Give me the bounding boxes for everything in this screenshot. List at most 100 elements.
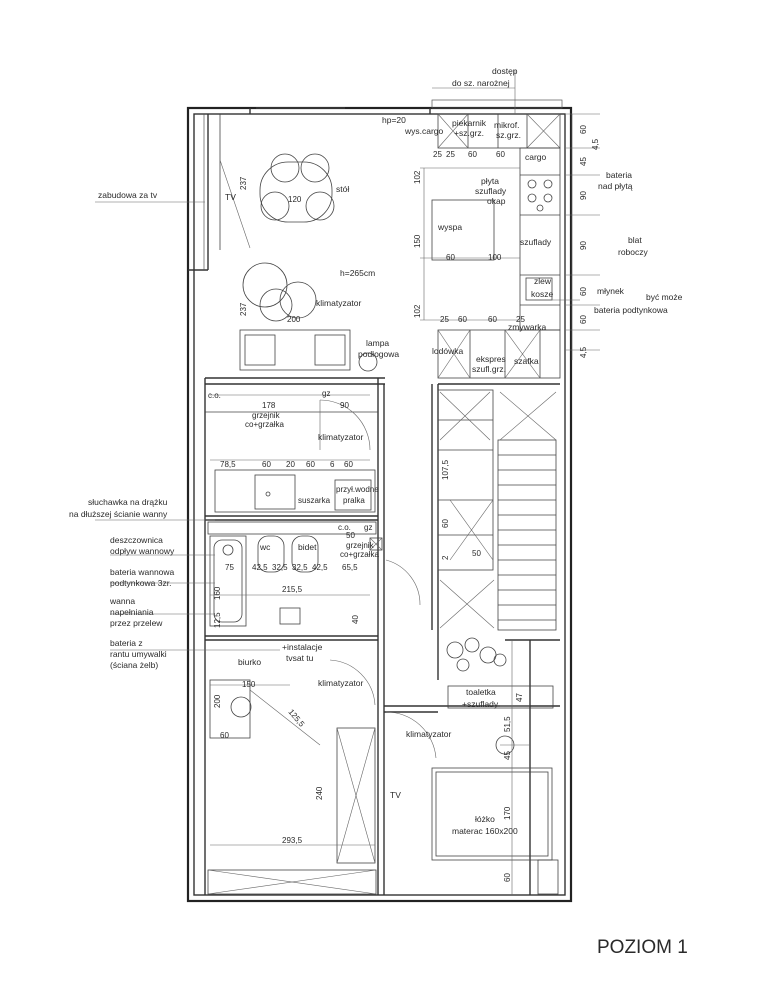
label-co2: c.o. [338, 523, 351, 532]
living-furniture [219, 107, 378, 372]
dim-25a: 25 [433, 150, 442, 159]
dim-60b1: 60 [458, 315, 467, 324]
label-biurko: biurko [238, 657, 261, 667]
dim-r45b: 4,5 [591, 138, 600, 150]
label-wys-cargo: wys.cargo [404, 126, 444, 136]
label-plyta: płyta [481, 176, 499, 186]
label-instalacje1: +instalacje [282, 642, 323, 652]
bedroom-furniture [207, 637, 559, 895]
label-grzejnik1: grzejnik [252, 411, 281, 420]
label-sluchawka1: słuchawka na drążku [88, 497, 168, 507]
label-przyl1: przył.wodne [336, 485, 379, 494]
dim-102a: 102 [413, 170, 422, 184]
dim-100: 100 [488, 253, 502, 262]
label-zmywarka: zmywarka [508, 322, 547, 332]
dim-60l1: 60 [262, 460, 271, 469]
dim-200a: 200 [287, 315, 301, 324]
label-szafka: szafka [514, 356, 539, 366]
label-hp: hp=20 [382, 115, 406, 125]
label-gz1: gz [322, 389, 330, 398]
dim-r60b: 60 [579, 287, 588, 296]
dim-515: 51,5 [503, 716, 512, 732]
dim-2: 2 [441, 555, 450, 560]
label-bateria-nad1: bateria [606, 170, 632, 180]
label-bateria-r2: rantu umywalki [110, 649, 167, 659]
page-title: POZIOM 1 [597, 937, 688, 958]
dim-425b: 42,5 [312, 563, 328, 572]
label-lampa2: podłogowa [358, 349, 399, 359]
label-mlynek: młynek [597, 286, 625, 296]
label-lampa1: lampa [366, 338, 389, 348]
label-blat2: roboczy [618, 247, 649, 257]
label-blat1: blat [628, 235, 642, 245]
label-toaletka1: toaletka [466, 687, 496, 697]
label-wanna1: wanna [109, 596, 135, 606]
dim-200b: 200 [213, 694, 222, 708]
label-zlew: zlew [534, 276, 552, 286]
dim-160: 160 [213, 586, 222, 600]
dim-655: 65,5 [342, 563, 358, 572]
dim-20: 20 [286, 460, 295, 469]
label-bateria-nad2: nad płytą [598, 181, 633, 191]
leader-lines [95, 201, 580, 651]
dim-75: 75 [225, 563, 234, 572]
label-klimatyzator1: klimatyzator [316, 298, 362, 308]
label-deszcz1: deszczownica [110, 535, 163, 545]
dim-60s1: 60 [441, 519, 450, 528]
label-klimatyzator4: klimatyzator [406, 729, 452, 739]
dim-150b: 150 [242, 680, 256, 689]
dim-r60c: 60 [579, 315, 588, 324]
dim-237a: 237 [239, 176, 248, 190]
label-cogrzalka2: co+grzałka [340, 550, 379, 559]
dim-1255: 125,5 [286, 708, 306, 730]
label-sluchawka2: na dłuższej ścianie wanny [69, 509, 168, 519]
label-h265: h=265cm [340, 268, 375, 278]
label-cogrzalka1: co+grzałka [245, 420, 284, 429]
label-piekarnik: piekarnik [452, 118, 487, 128]
dim-60l2: 60 [306, 460, 315, 469]
dim-178: 178 [262, 401, 276, 410]
label-kosze: kosze [531, 289, 553, 299]
dim-90: 90 [340, 401, 349, 410]
label-cargo: cargo [525, 152, 547, 162]
label-bateria-w1: bateria wannowa [110, 567, 175, 577]
label-toaletka2: +szuflady [462, 699, 499, 709]
label-instalacje2: tvsat tu [286, 653, 314, 663]
stairs [437, 389, 557, 631]
label-deszcz2: odpływ wannowy [110, 546, 175, 556]
dim-r45c: 4,5 [579, 346, 588, 358]
label-bateria-w2: podtynkowa 3zr. [110, 578, 171, 588]
label-lozko1: łóżko [475, 814, 495, 824]
dim-50a: 50 [346, 531, 355, 540]
right-dimension-lines [210, 70, 600, 895]
dim-240: 240 [315, 786, 324, 800]
label-klimatyzator2: klimatyzator [318, 432, 364, 442]
label-byc-moze1: być może [646, 292, 683, 302]
label-tv2: TV [390, 790, 401, 800]
dim-237b: 237 [239, 302, 248, 316]
label-stol: stół [336, 184, 349, 194]
dim-60c: 60 [220, 731, 229, 740]
label-wanna3: przez przelew [110, 618, 163, 628]
dim-1075: 107,5 [441, 459, 450, 480]
dim-25b: 25 [446, 150, 455, 159]
kitchen-cabinets [420, 113, 561, 379]
dim-60e: 60 [503, 873, 512, 882]
dim-r45a: 45 [579, 157, 588, 166]
label-suszarka: suszarka [298, 496, 331, 505]
dim-60k2: 60 [496, 150, 505, 159]
dim-102b: 102 [413, 304, 422, 318]
label-lozko2: materac 160x200 [452, 826, 518, 836]
label-tv1: TV [225, 192, 236, 202]
dim-325a: 32,5 [272, 563, 288, 572]
dim-150: 150 [413, 234, 422, 248]
dim-60k1: 60 [468, 150, 477, 159]
dim-45: 45 [503, 751, 512, 760]
label-przyl2: pralka [343, 496, 365, 505]
dim-60b2: 60 [488, 315, 497, 324]
label-sz-grz2: sz.grz. [496, 130, 521, 140]
dim-2155: 215,5 [282, 585, 303, 594]
label-klimatyzator3: klimatyzator [318, 678, 364, 688]
outer-walls [186, 99, 573, 903]
